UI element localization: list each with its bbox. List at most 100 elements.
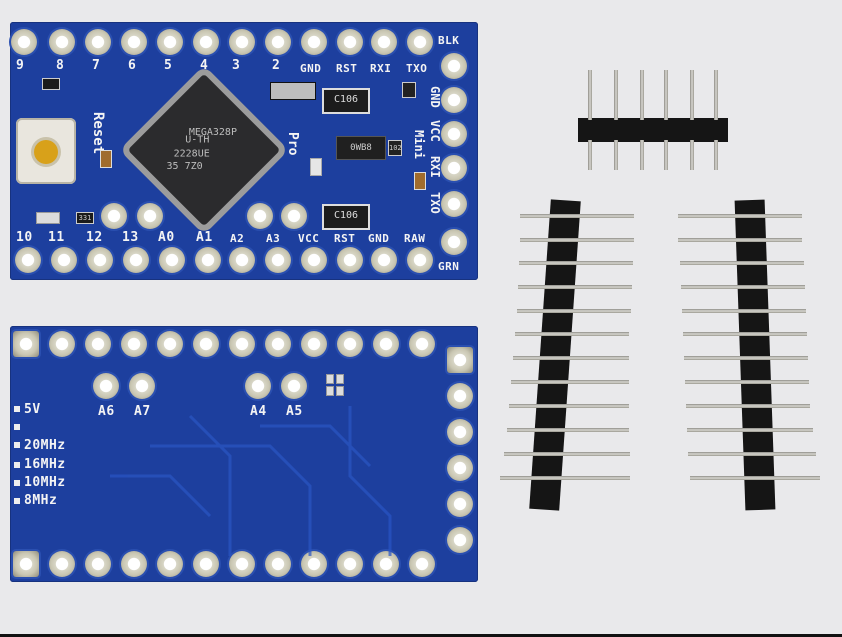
pad bbox=[121, 29, 147, 55]
pin-label-raw: RAW bbox=[404, 232, 426, 245]
pad bbox=[193, 29, 219, 55]
pad bbox=[407, 29, 433, 55]
voltage-regulator: 0WB8 bbox=[336, 136, 386, 160]
chip-text-line: 35 7Z0 bbox=[166, 161, 203, 173]
pad bbox=[49, 29, 75, 55]
pad bbox=[441, 191, 467, 217]
header-pin bbox=[513, 356, 629, 360]
pad bbox=[447, 347, 473, 373]
side-label-gnd: GND bbox=[428, 86, 442, 108]
pad bbox=[301, 551, 327, 577]
pad bbox=[157, 551, 183, 577]
pad bbox=[51, 247, 77, 273]
header-pin bbox=[684, 356, 808, 360]
header-pin bbox=[664, 140, 668, 170]
pin-label-6: 6 bbox=[128, 58, 137, 73]
side-label-vcc: VCC bbox=[428, 120, 442, 142]
header-pin bbox=[515, 332, 629, 336]
pro-mini-board-back: A6 A7 A4 A5 5V 20MHz 16MHz 10MHz 8MHz bbox=[10, 326, 478, 582]
header-pin bbox=[686, 404, 810, 408]
solder-jumper bbox=[326, 374, 334, 384]
pad bbox=[337, 29, 363, 55]
header-pin bbox=[588, 70, 592, 120]
smd-led bbox=[36, 212, 60, 224]
header-pin bbox=[678, 214, 802, 218]
pad bbox=[281, 203, 307, 229]
marker-square bbox=[14, 480, 20, 486]
pin-label-8: 8 bbox=[56, 58, 65, 73]
pad bbox=[373, 331, 399, 357]
pad bbox=[129, 373, 155, 399]
smd-resistor bbox=[42, 78, 60, 90]
freq-label-5v: 5V bbox=[24, 402, 41, 417]
pad bbox=[281, 373, 307, 399]
pin-label-rst: RST bbox=[336, 62, 358, 75]
pad bbox=[265, 331, 291, 357]
pad bbox=[447, 455, 473, 481]
freq-label-8mhz: 8MHz bbox=[24, 493, 58, 508]
pad bbox=[301, 331, 327, 357]
pad bbox=[265, 551, 291, 577]
pin-label-txo: TXO bbox=[406, 62, 428, 75]
pad bbox=[195, 247, 221, 273]
pad bbox=[265, 29, 291, 55]
reset-button bbox=[16, 118, 76, 184]
marker-square bbox=[14, 462, 20, 468]
smd-part-102: 102 bbox=[388, 140, 402, 156]
pin-label-vcc: VCC bbox=[298, 232, 320, 245]
marker-square bbox=[14, 442, 20, 448]
pin-label-3: 3 bbox=[232, 58, 241, 73]
pin-label-13: 13 bbox=[122, 230, 139, 245]
header-pin bbox=[690, 140, 694, 170]
pin-label-a7: A7 bbox=[134, 404, 151, 419]
smd-resistor-331: 331 bbox=[76, 212, 94, 224]
header-pin bbox=[714, 140, 718, 170]
header-pin bbox=[507, 428, 629, 432]
mini-label: Mini bbox=[412, 130, 426, 159]
marker-square bbox=[14, 406, 20, 412]
pro-label: Pro bbox=[285, 132, 300, 156]
pin-label-5: 5 bbox=[164, 58, 173, 73]
header-pin bbox=[614, 70, 618, 120]
crystal bbox=[270, 82, 316, 100]
pad bbox=[87, 247, 113, 273]
smd-capacitor bbox=[414, 172, 426, 190]
pad bbox=[123, 247, 149, 273]
header-pin bbox=[518, 285, 632, 289]
pad bbox=[301, 247, 327, 273]
capacitor-c106-lower: C106 bbox=[322, 204, 370, 230]
header-body bbox=[529, 199, 581, 511]
pad bbox=[245, 373, 271, 399]
pad bbox=[441, 229, 467, 255]
pad bbox=[247, 203, 273, 229]
marker-square bbox=[14, 424, 20, 430]
pad bbox=[337, 551, 363, 577]
smd-part bbox=[402, 82, 416, 98]
pad bbox=[265, 247, 291, 273]
reset-label: Reset bbox=[90, 112, 106, 155]
pad bbox=[49, 551, 75, 577]
pin-label-4: 4 bbox=[200, 58, 209, 73]
pad bbox=[229, 331, 255, 357]
pcb-traces bbox=[110, 406, 392, 556]
pad bbox=[447, 491, 473, 517]
pad bbox=[13, 331, 39, 357]
pin-label-gnd-bottom: GND bbox=[368, 232, 390, 245]
pad bbox=[407, 247, 433, 273]
pin-label-a1: A1 bbox=[196, 230, 213, 245]
smd-capacitor bbox=[100, 150, 112, 168]
pad bbox=[371, 29, 397, 55]
pad bbox=[409, 331, 435, 357]
marker-square bbox=[14, 498, 20, 504]
header-pin bbox=[683, 332, 807, 336]
pad bbox=[229, 29, 255, 55]
pin-label-rxi: RXI bbox=[370, 62, 392, 75]
pad bbox=[159, 247, 185, 273]
header-pin bbox=[690, 70, 694, 120]
pin-label-a0: A0 bbox=[158, 230, 175, 245]
pin-label-7: 7 bbox=[92, 58, 101, 73]
side-label-txo: TXO bbox=[428, 192, 442, 214]
header-pin bbox=[509, 404, 629, 408]
pad bbox=[337, 331, 363, 357]
